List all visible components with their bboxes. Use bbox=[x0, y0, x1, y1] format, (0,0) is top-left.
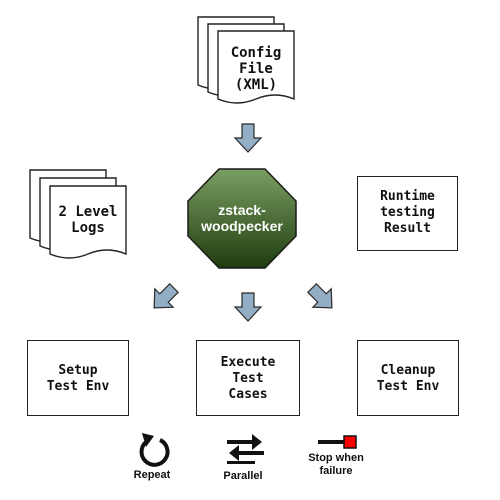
cleanup-test-env-label: Cleanup Test Env bbox=[376, 363, 440, 394]
center-octagon bbox=[187, 168, 297, 269]
center-label: zstack- woodpecker bbox=[201, 202, 283, 234]
stop-when-failure-icon bbox=[318, 435, 357, 449]
repeat-icon bbox=[139, 433, 170, 467]
setup-test-env-box bbox=[27, 340, 129, 416]
setup-test-env-label: Setup Test Env bbox=[46, 363, 110, 394]
execute-test-cases-box bbox=[196, 340, 300, 416]
runtime-result-label: Runtime testing Result bbox=[380, 189, 435, 236]
runtime-result-box bbox=[357, 176, 458, 251]
repeat-label: Repeat bbox=[133, 469, 171, 481]
arrow-to-setup bbox=[144, 278, 184, 318]
stop-when-failure-label: Stop when failure bbox=[308, 452, 364, 477]
execute-test-cases-label: Execute Test Cases bbox=[220, 355, 276, 402]
cleanup-test-env-box bbox=[357, 340, 459, 416]
parallel-label: Parallel bbox=[223, 470, 263, 482]
arrow-to-execute bbox=[234, 292, 262, 322]
arrow-config-to-center bbox=[234, 123, 262, 153]
config-file-label: Config File (XML) bbox=[230, 45, 282, 93]
parallel-icon bbox=[227, 434, 264, 464]
logs-label: 2 Level Logs bbox=[58, 204, 118, 236]
arrow-to-cleanup bbox=[302, 278, 342, 318]
